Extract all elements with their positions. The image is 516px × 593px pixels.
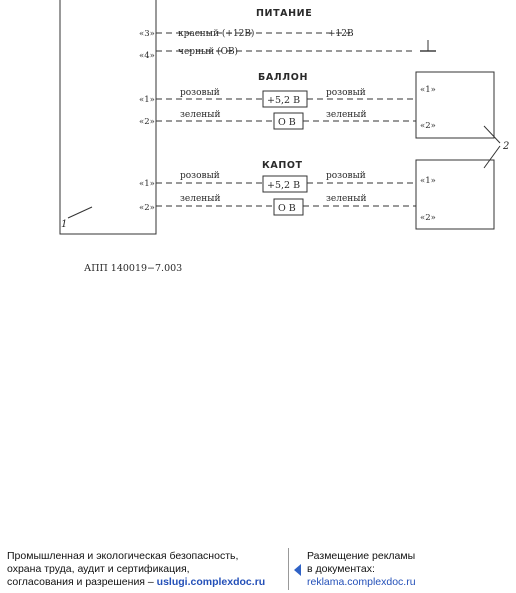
hood-right-pin2: «2»: [420, 213, 436, 223]
drawing-code: АПП 140019−7.003: [84, 263, 182, 274]
cylinder-right-pin1: «1»: [420, 85, 436, 95]
footer-right-line1: Размещение рекламы: [307, 550, 416, 562]
hood-pink-right-label: розовый: [326, 171, 366, 181]
ref2-leader-bottom: [483, 145, 501, 169]
cylinder-title: БАЛЛОН: [258, 72, 308, 83]
footer-left-line1: Промышленная и экологическая безопасност…: [7, 550, 239, 562]
cylinder-zero-box: [273, 112, 304, 130]
cylinder-left-pin1: «1»: [139, 95, 155, 105]
cylinder-left-pin2: «2»: [139, 117, 155, 127]
cylinder-plus-box: [262, 90, 308, 108]
power-pin4: «4»: [139, 51, 155, 61]
hood-zero-box: [273, 198, 304, 216]
hood-zero-text: О В: [278, 203, 296, 214]
footer-left-line3: согласования и разрешения – uslugi.compl…: [7, 576, 287, 589]
cylinder-zero-text: О В: [278, 117, 296, 128]
hood-pink-left-label: розовый: [180, 171, 220, 181]
footer-right-line2: в документах:: [307, 563, 375, 575]
reklama-link[interactable]: reklama.complexdoc.ru: [307, 576, 416, 588]
power-plus12: +12В: [328, 29, 354, 39]
power-red-label: красный (+12В): [178, 28, 254, 39]
footer-left-line3-prefix: согласования и разрешения –: [7, 576, 157, 588]
power-title: ПИТАНИЕ: [256, 8, 312, 19]
power-black-label: черный (ОВ): [178, 46, 238, 57]
hood-green-left-label: зеленый: [180, 194, 220, 204]
hood-title: КАПОТ: [262, 160, 303, 171]
cylinder-pink-left-label: розовый: [180, 88, 220, 98]
hood-green-right-label: зеленый: [326, 194, 366, 204]
hood-plus-box: [262, 175, 308, 193]
wiring-diagram: ПИТАНИЕ БАЛЛОН КАПОТ «3» «4» красный (+1…: [59, 0, 509, 274]
hood-left-pin2: «2»: [139, 203, 155, 213]
cylinder-right-pin2: «2»: [420, 121, 436, 131]
ref2-label: 2: [502, 141, 509, 152]
hood-sensor-block: [415, 159, 495, 230]
cylinder-plus-text: +5,2 В: [267, 95, 300, 106]
hood-right-pin1: «1»: [420, 176, 436, 186]
footer-divider: [288, 548, 289, 590]
footer-banner: Промышленная и экологическая безопасност…: [0, 548, 516, 593]
cylinder-pink-right-label: розовый: [326, 88, 366, 98]
cylinder-green-right-label: зеленый: [326, 110, 366, 120]
footer-left-line2: охрана труда, аудит и сертификация,: [7, 563, 190, 575]
ref1-leader: [67, 206, 93, 219]
hood-left-pin1: «1»: [139, 179, 155, 189]
ref2-leader-top: [483, 125, 501, 144]
hood-plus-text: +5,2 В: [267, 180, 300, 191]
arrow-left-icon: [294, 564, 301, 576]
cylinder-sensor-block: [415, 71, 495, 139]
cylinder-green-left-label: зеленый: [180, 110, 220, 120]
ref1-label: 1: [61, 219, 67, 230]
control-unit-block: [59, 0, 157, 235]
power-pin3: «3»: [139, 29, 155, 39]
uslugi-link[interactable]: uslugi.complexdoc.ru: [156, 576, 266, 588]
footer-left: Промышленная и экологическая безопасност…: [7, 550, 287, 589]
footer-right: Размещение рекламы в документах: reklama…: [307, 550, 512, 589]
